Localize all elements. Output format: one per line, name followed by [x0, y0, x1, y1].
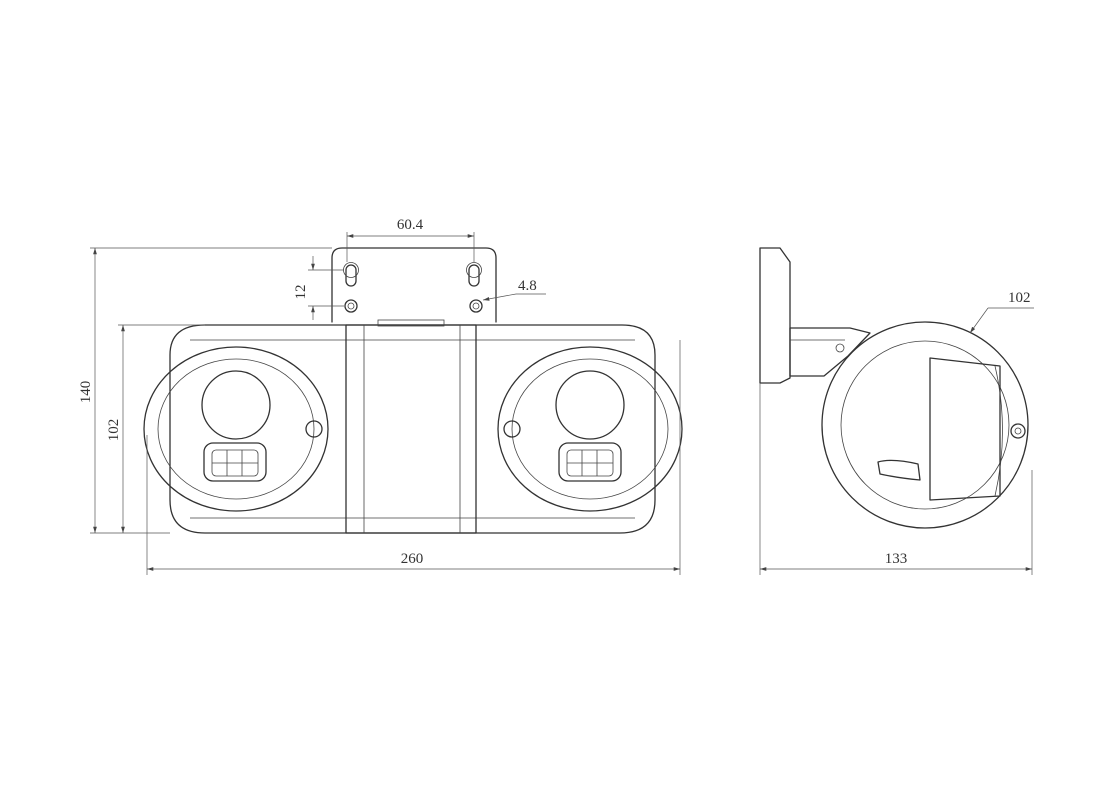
dim-label-102-diameter: 102 — [1008, 290, 1031, 306]
dimension-4-8: 4.8 — [482, 278, 546, 301]
keyhole-left — [343, 262, 359, 287]
side-arm — [789, 327, 871, 377]
dim-label-133: 133 — [885, 551, 908, 567]
side-housing — [821, 321, 1029, 529]
right-lens — [555, 370, 625, 440]
dimension-260: 260 — [146, 340, 681, 575]
dimension-102-height: 102 — [106, 324, 205, 533]
mount-hole-right — [469, 299, 483, 313]
side-visor — [877, 459, 921, 481]
center-column — [345, 324, 477, 534]
left-ir-window — [203, 442, 267, 482]
side-screw — [1010, 423, 1026, 439]
dim-label-12: 12 — [293, 285, 309, 300]
right-sensor — [503, 420, 521, 438]
right-lens-module — [497, 346, 683, 512]
left-sensor — [305, 420, 323, 438]
dimension-12: 12 — [293, 256, 344, 320]
front-view — [143, 247, 683, 534]
dim-label-260: 260 — [401, 551, 424, 567]
side-wall-plate — [759, 247, 791, 384]
bracket-plate — [331, 247, 497, 323]
dim-label-4-8: 4.8 — [518, 278, 537, 294]
keyhole-right — [466, 262, 482, 287]
left-lens — [201, 370, 271, 440]
dim-label-140: 140 — [78, 381, 94, 404]
dimension-133: 133 — [759, 383, 1033, 575]
dimension-102-diameter: 102 — [969, 290, 1034, 334]
right-ir-window — [558, 442, 622, 482]
dimension-140: 140 — [78, 247, 332, 534]
side-view — [759, 247, 1029, 529]
dimension-60-4: 60.4 — [346, 217, 475, 262]
camera-body — [169, 324, 656, 534]
dim-label-102-height: 102 — [106, 419, 122, 442]
dim-label-60-4: 60.4 — [397, 217, 424, 233]
left-lens-module — [143, 346, 329, 512]
mount-hole-left — [344, 299, 358, 313]
